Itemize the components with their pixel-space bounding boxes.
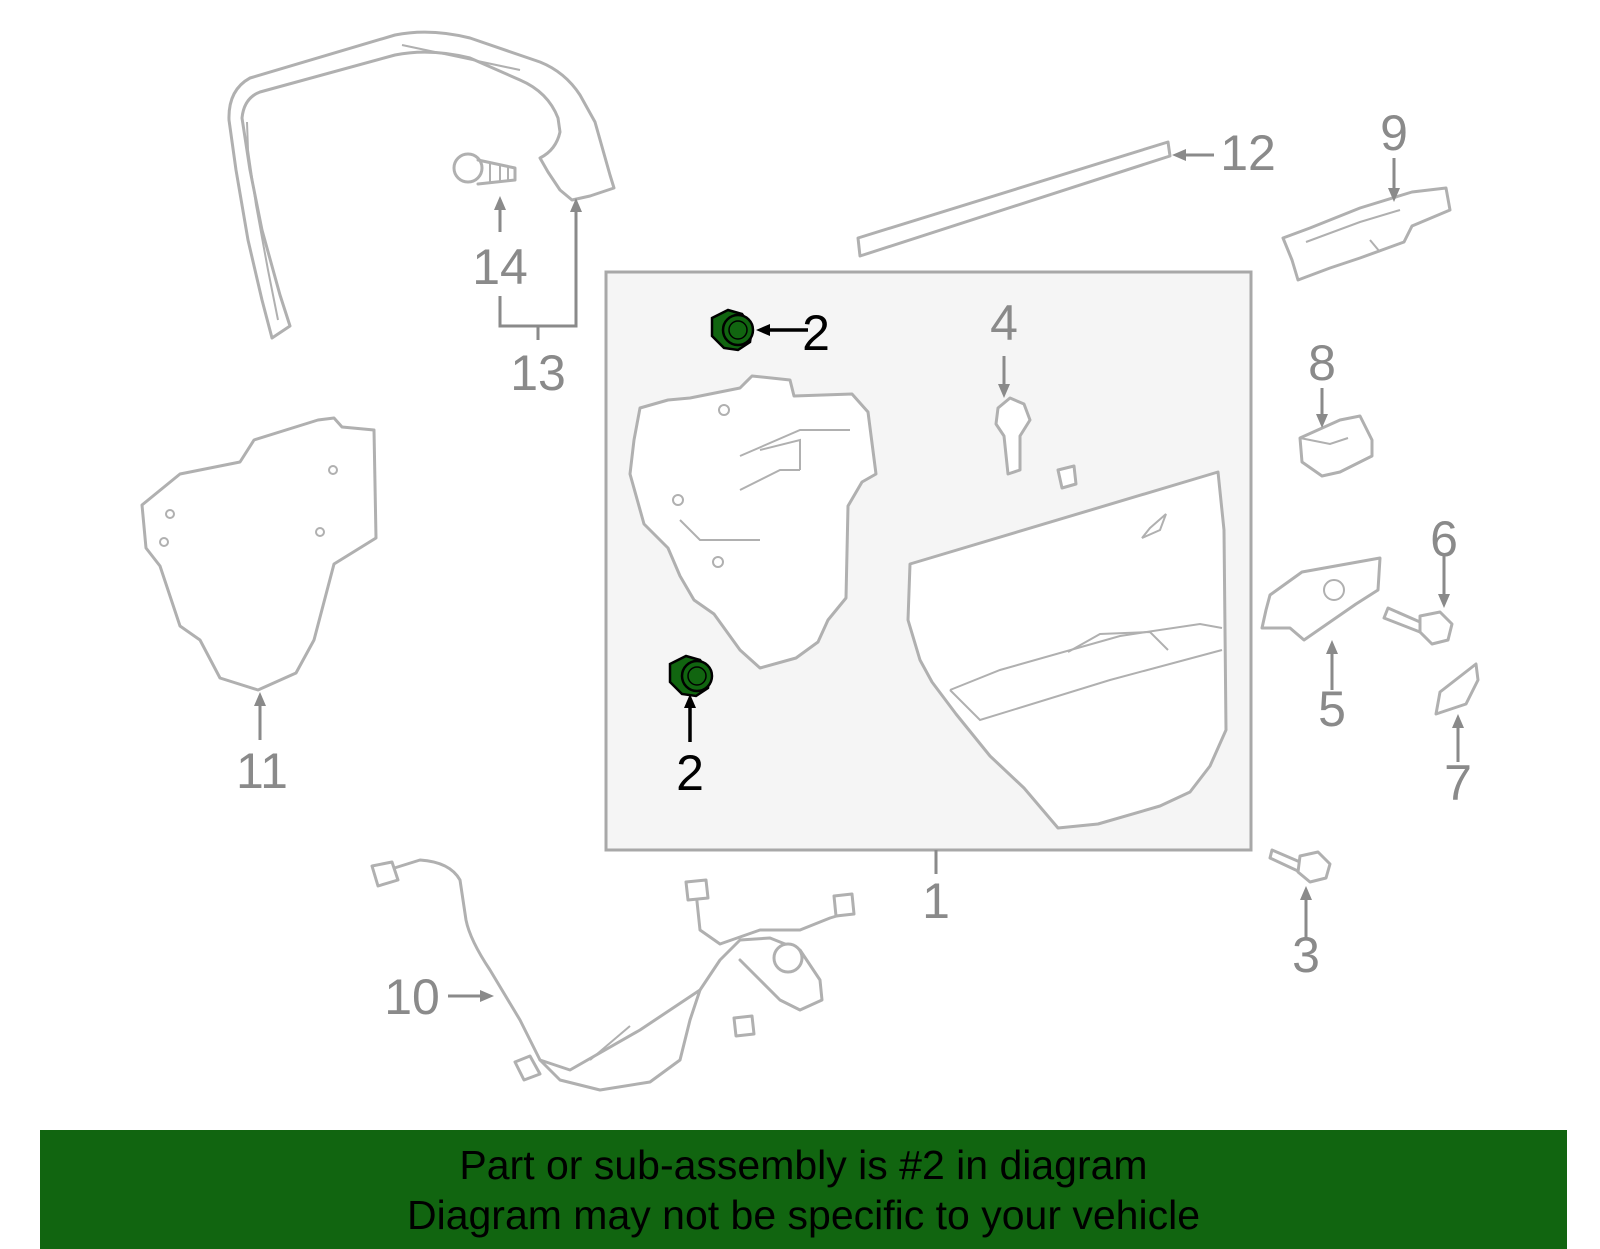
callout-11: 11 [236,743,288,799]
callout-12: 12 [1220,125,1276,181]
part-13-frame-moulding [227,30,616,340]
callout-2-top: 2 [802,305,830,361]
callout-2-bottom: 2 [676,745,704,801]
part-12-belt-moulding [856,140,1172,258]
callout-4: 4 [990,295,1018,351]
callout-14: 14 [472,239,528,295]
part-10-wiring-harness [370,858,856,1092]
callout-6: 6 [1430,511,1458,567]
part-7-pad [1434,662,1480,716]
callout-8: 8 [1308,335,1336,391]
callout-10: 10 [384,969,440,1025]
part-3-screw [1268,848,1332,884]
part-4-clip [994,396,1078,490]
part-1-door-trim-panel [906,470,1228,830]
callout-9: 9 [1380,105,1408,161]
banner-line-2: Diagram may not be specific to your vehi… [406,1192,1200,1238]
part-9-switch-bezel [1281,186,1452,282]
callout-7: 7 [1444,755,1472,811]
part-2-fastener-top [710,308,755,352]
part-8-switch [1298,414,1374,478]
part-14-bolt [452,152,517,186]
banner-line-1: Part or sub-assembly is #2 in diagram [459,1142,1148,1188]
callout-1: 1 [922,873,950,929]
part-info-banner: Part or sub-assembly is #2 in diagram Di… [40,1130,1567,1249]
leader-lines [254,149,1464,1002]
callout-13: 13 [510,345,566,401]
part-6-screw [1382,606,1454,646]
callout-3: 3 [1292,927,1320,983]
part-2-fastener-bottom [668,654,714,698]
callout-5: 5 [1318,681,1346,737]
part-5-door-handle [1260,556,1382,642]
part-1-bracket [628,374,878,670]
part-11-water-deflector [140,416,378,692]
